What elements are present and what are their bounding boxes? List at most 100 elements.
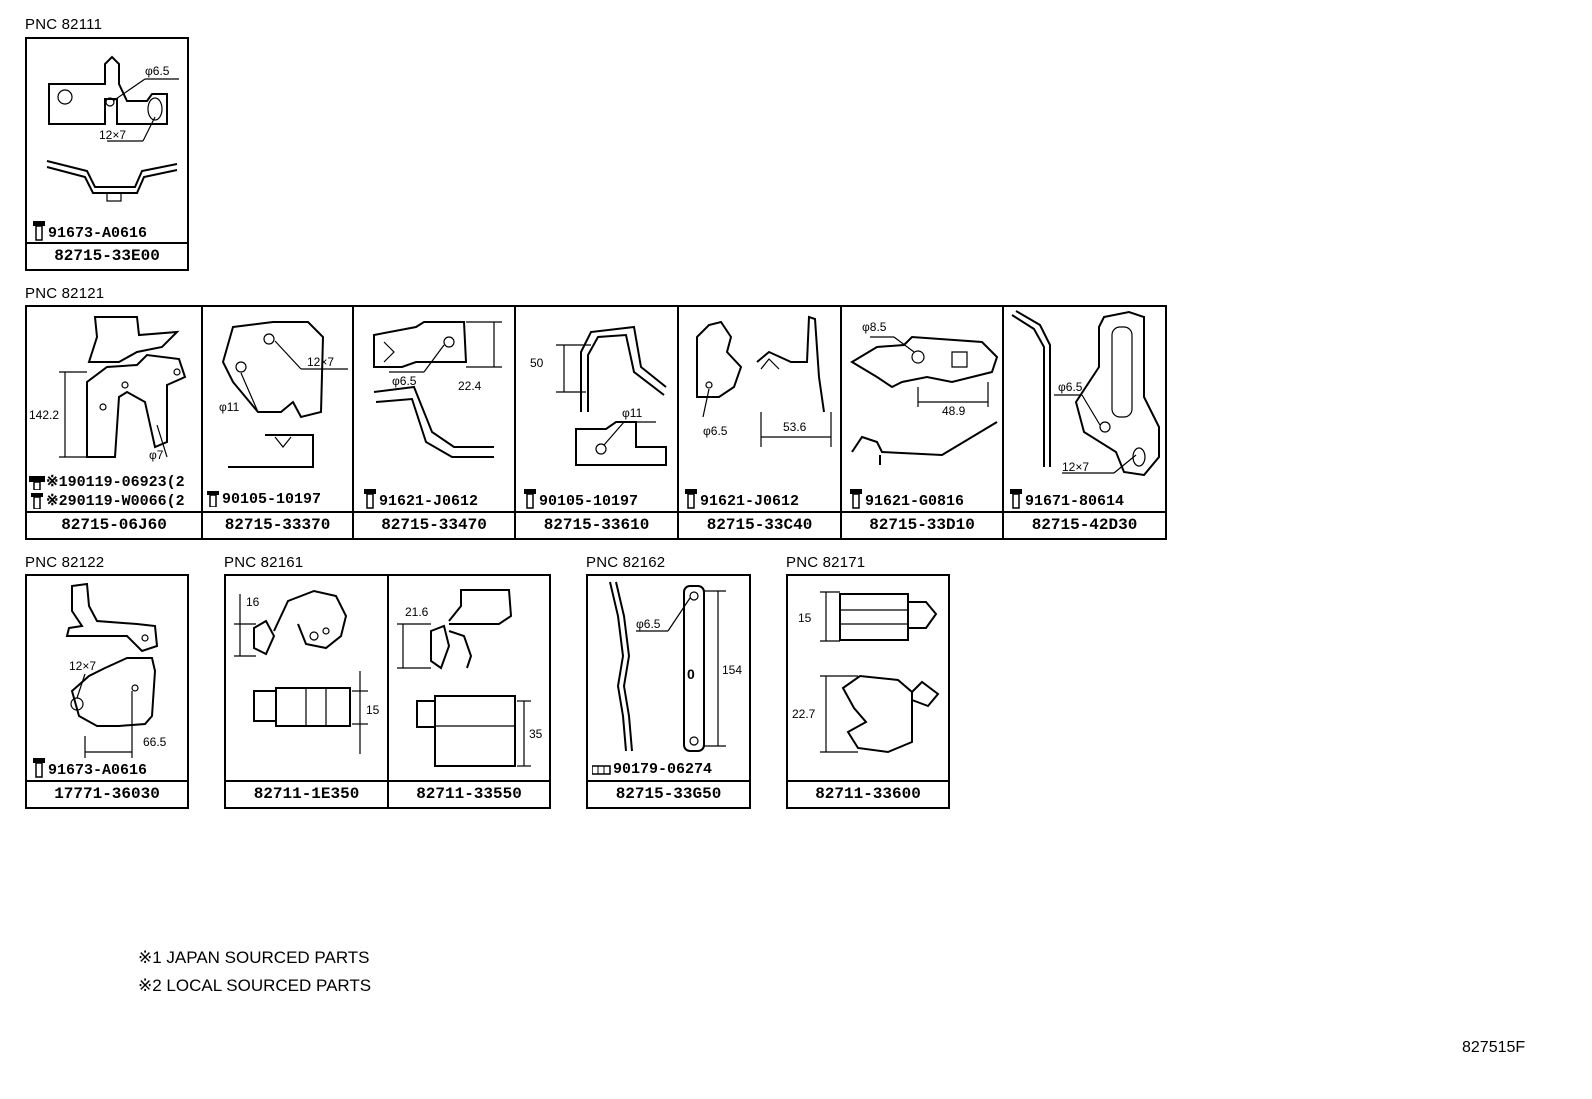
clip-drawing: 16 15 [234,589,380,754]
svg-text:35: 35 [529,727,543,741]
svg-text:154: 154 [722,663,742,677]
svg-text:φ6.5: φ6.5 [392,374,417,388]
svg-text:142.2: 142.2 [29,408,59,422]
part-number: 82715-33E00 [27,242,187,269]
bracket-drawing: φ8.5 48.9 [850,320,999,465]
bracket-drawing: 12×7 φ11 [219,321,348,468]
part-box-82161: 16 15 82711-1E350 21.6 35 82711-33550 [224,574,551,809]
svg-text:12×7: 12×7 [69,659,96,673]
bolt-part-number: 91671-80614 [1025,493,1125,510]
part-number: 82715-33370 [203,511,352,538]
pnc-label-82121: PNC 82121 [25,285,105,302]
bolt-callout: 91621-J0612 [683,489,799,510]
bolt-icon [205,491,221,509]
svg-text:φ6.5: φ6.5 [145,64,170,78]
bolt-callout-2: ※290119-W0066(2 [29,491,185,511]
pnc-label-82111: PNC 82111 [25,16,103,33]
svg-text:22.7: 22.7 [792,707,816,721]
part-number: 82715-33610 [516,511,677,538]
part-cell-82715-33610[interactable]: 50 φ11 90105-10197 82715-33610 [516,307,679,538]
part-cell-82711-1E350[interactable]: 16 15 82711-1E350 [226,576,389,807]
bolt-icon [362,489,378,509]
bolt-icon [29,493,45,511]
bracket-drawing: φ6.5 12×7 [46,55,179,202]
bracket-drawing: φ6.5 154 0 [609,581,742,752]
bracket-drawing: φ6.5 53.6 [696,315,832,447]
svg-text:φ7: φ7 [149,448,164,462]
part-cell-82715-33C40[interactable]: φ6.5 53.6 91621-J0612 82715-33C40 [679,307,842,538]
bolt-part-number: 91621-J0612 [700,493,800,510]
part-cell-82715-33470[interactable]: φ6.5 22.4 91621-J0612 82715-33470 [354,307,516,538]
bolt-part-number: 91673-A0616 [48,762,148,779]
part-box-82162: φ6.5 154 0 90179-06274 82715-33G50 [586,574,751,809]
svg-text:16: 16 [246,595,260,609]
part-number: 82711-33600 [788,780,948,807]
part-number: 82715-33470 [354,511,514,538]
clip-drawing: 21.6 35 [397,589,543,767]
svg-text:22.4: 22.4 [458,379,482,393]
bolt-part-number: ※190119-06923(2 [46,474,185,491]
bolt-icon [522,489,538,509]
bolt-part-number: 90105-10197 [539,493,639,510]
svg-text:φ11: φ11 [622,406,643,420]
bolt-part-number: ※290119-W0066(2 [46,493,185,510]
part-cell-82715-33D10[interactable]: φ8.5 48.9 91621-G0816 82715-33D10 [842,307,1004,538]
part-number: 82715-06J60 [27,511,201,538]
clip-drawing: 15 22.7 [792,591,940,754]
part-cell-82711-33550[interactable]: 21.6 35 82711-33550 [389,576,549,807]
svg-text:66.5: 66.5 [143,735,167,749]
svg-text:48.9: 48.9 [942,404,966,418]
part-cell-82715-33G50[interactable]: φ6.5 154 0 90179-06274 82715-33G50 [588,576,749,807]
part-number: 82715-33G50 [588,780,749,807]
bracket-drawing: 12×7 66.5 [65,582,167,758]
part-number: 17771-36030 [27,780,187,807]
part-cell-82715-42D30[interactable]: φ6.5 12×7 91671-80614 82715-42D30 [1004,307,1165,538]
svg-text:12×7: 12×7 [99,128,126,142]
pnc-label-82171: PNC 82171 [786,554,866,571]
bolt-icon [29,476,45,494]
part-cell-82715-33E00[interactable]: φ6.5 12×7 91673-A0616 82715-33E00 [27,39,187,269]
bolt-callout: 90179-06274 [591,761,713,781]
svg-text:12×7: 12×7 [1062,460,1089,474]
pnc-label-82161: PNC 82161 [224,554,304,571]
part-number: 82715-33C40 [679,511,840,538]
svg-text:φ8.5: φ8.5 [862,320,887,334]
bolt-part-number: 91621-J0612 [379,493,479,510]
bracket-drawing: 50 φ11 [530,325,667,466]
svg-text:φ6.5: φ6.5 [703,424,728,438]
part-number: 82711-33550 [389,780,549,807]
pnc-label-82162: PNC 82162 [586,554,666,571]
bolt-part-number: 90179-06274 [613,761,713,778]
svg-text:21.6: 21.6 [405,605,429,619]
svg-text:50: 50 [530,356,544,370]
part-number: 82715-42D30 [1004,511,1165,538]
part-number: 82711-1E350 [226,780,387,807]
note-local-sourced: ※2 LOCAL SOURCED PARTS [138,976,372,995]
bolt-callout: 91621-J0612 [362,489,478,510]
svg-text:15: 15 [366,703,380,717]
part-box-82121: 142.2 φ7 ※190119-06923(2 ※290119-W0066(2… [25,305,1167,540]
nut-icon [591,763,612,781]
bolt-callout: 91671-80614 [1008,489,1124,510]
bolt-part-number: 90105-10197 [222,491,322,508]
bolt-callout: 90105-10197 [522,489,638,510]
part-number: 82715-33D10 [842,511,1002,538]
svg-text:φ11: φ11 [219,400,240,414]
bolt-part-number: 91621-G0816 [865,493,965,510]
bolt-icon [683,489,699,509]
bracket-drawing: φ6.5 12×7 [1011,310,1160,477]
part-cell-17771-36030[interactable]: 12×7 66.5 91673-A0616 17771-36030 [27,576,187,807]
svg-text:φ6.5: φ6.5 [636,617,661,631]
bolt-icon [848,489,864,509]
part-cell-82715-33370[interactable]: 12×7 φ11 90105-10197 82715-33370 [203,307,354,538]
svg-text:53.6: 53.6 [783,420,807,434]
svg-text:φ6.5: φ6.5 [1058,380,1083,394]
part-cell-82715-06J60[interactable]: 142.2 φ7 ※190119-06923(2 ※290119-W0066(2… [27,307,203,538]
bolt-callout-1: ※190119-06923(2 [29,472,185,494]
bolt-part-number: 91673-A0616 [48,225,148,242]
bolt-callout: 91673-A0616 [31,221,147,242]
bolt-callout: 90105-10197 [205,491,321,509]
bolt-icon [31,221,47,241]
bracket-drawing: φ6.5 22.4 [373,321,502,458]
part-cell-82711-33600[interactable]: 15 22.7 82711-33600 [788,576,948,807]
